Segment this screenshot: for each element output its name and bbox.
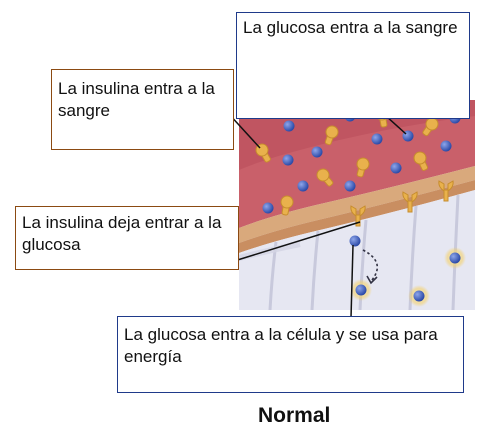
callout-glucose-enters-cell: La glucosa entra a la célula y se usa pa… [117,316,464,393]
callout-insulin-lets-glucose-in: La insulina deja entrar a la glucosa [15,206,239,270]
anatomy-panel [239,100,475,310]
callout-glucose-enters-blood: La glucosa entra a la sangre [236,12,470,119]
diagram-caption: Normal [258,404,330,428]
callout-insulin-enters-blood: La insulina entra a la sangre [51,69,234,150]
